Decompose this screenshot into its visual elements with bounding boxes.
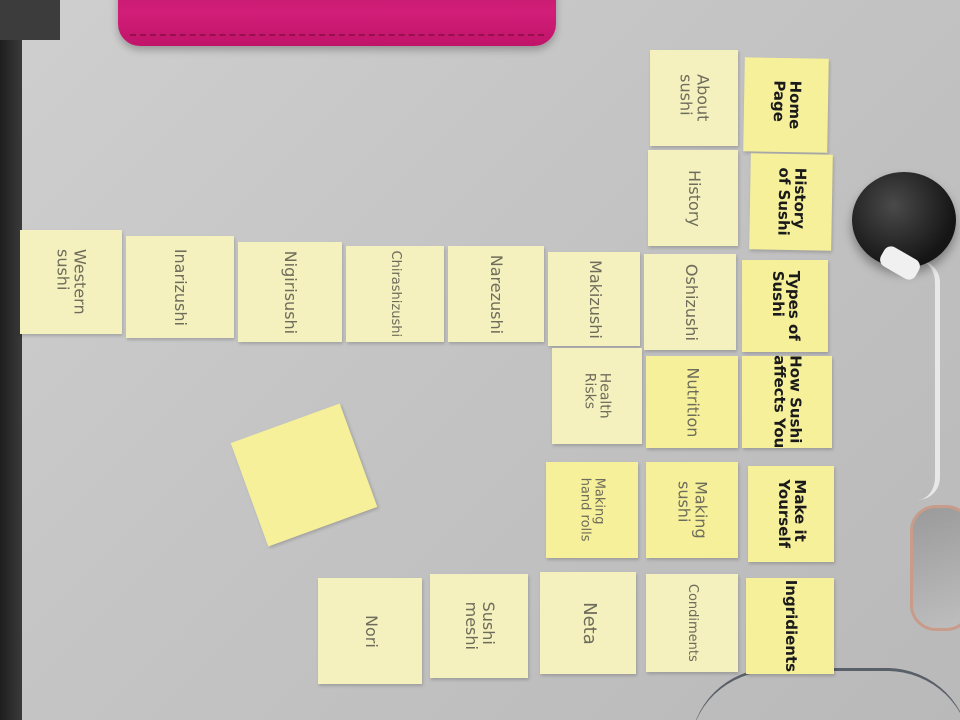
sticky-note-make-it-yourself: Make it Yourself: [748, 466, 834, 562]
sunglasses: [910, 505, 960, 631]
sticky-note-sushi-meshi: Sushi meshi: [430, 574, 528, 678]
note-label: Making sushi: [675, 481, 711, 539]
desk-edge: [0, 0, 22, 720]
sticky-note-health-risks: Health Risks: [552, 348, 642, 444]
sticky-note-nigirisushi: Nigirisushi: [238, 242, 342, 342]
sticky-note-ingridients: Ingridients: [746, 578, 834, 674]
note-label: Make it Yourself: [774, 479, 809, 549]
note-label: Nutrition: [683, 366, 703, 438]
sticky-note-nori: Nori: [318, 578, 422, 684]
sticky-note-home-page: Home Page: [743, 57, 829, 153]
pink-laptop-case: [118, 0, 556, 46]
blank-sticky-note: [230, 403, 378, 547]
note-label: Neta: [578, 601, 600, 645]
sticky-note-how-sushi-affects-you: How Sushi affects You: [742, 355, 832, 449]
note-label: Inarizushi: [171, 248, 191, 326]
sticky-note-nutrition: Nutrition: [646, 356, 738, 448]
note-label: Narezushi: [487, 254, 507, 334]
desk-corner: [0, 0, 60, 40]
note-label: How Sushi affects You: [771, 355, 805, 449]
sticky-note-history-of-sushi: History of Sushi: [749, 153, 833, 251]
case-zipper: [130, 28, 544, 36]
sticky-note-making-hand-rolls: Making hand rolls: [546, 462, 638, 558]
sticky-note-narezushi: Narezushi: [448, 246, 544, 342]
sticky-note-chirashizushi: Chirashizushi: [346, 246, 444, 342]
sticky-note-types-of-sushi: Types of Sushi: [742, 260, 828, 352]
note-label: About sushi: [677, 74, 713, 122]
note-label: Oshizushi: [681, 263, 701, 341]
sticky-note-condiments: Condiments: [646, 574, 738, 672]
sticky-note-neta: Neta: [540, 572, 636, 674]
note-label: Nigirisushi: [281, 250, 301, 334]
note-label: Makizushi: [585, 259, 605, 339]
note-label: Types of Sushi: [769, 270, 803, 342]
note-label: History: [684, 169, 704, 227]
note-label: Western sushi: [54, 249, 90, 315]
sticky-note-history: History: [648, 150, 738, 246]
mouse-cable: [895, 260, 940, 500]
note-label: Home Page: [769, 80, 805, 130]
note-label: Making hand rolls: [578, 478, 607, 542]
sticky-note-about-sushi: About sushi: [650, 50, 738, 146]
note-label: Chirashizushi: [387, 250, 403, 338]
sticky-note-inarizushi: Inarizushi: [126, 236, 234, 338]
note-label: Nori: [361, 614, 381, 648]
note-label: Condiments: [684, 584, 700, 662]
sticky-note-oshizushi: Oshizushi: [644, 254, 736, 350]
note-label: Ingridients: [781, 579, 800, 673]
gray-wire: [690, 668, 960, 720]
sticky-note-makizushi: Makizushi: [548, 252, 640, 346]
note-label: Sushi meshi: [461, 601, 498, 651]
sticky-note-western-sushi: Western sushi: [20, 230, 122, 334]
note-label: Health Risks: [581, 373, 613, 419]
note-label: History of Sushi: [774, 167, 810, 237]
sticky-note-making-sushi: Making sushi: [646, 462, 738, 558]
